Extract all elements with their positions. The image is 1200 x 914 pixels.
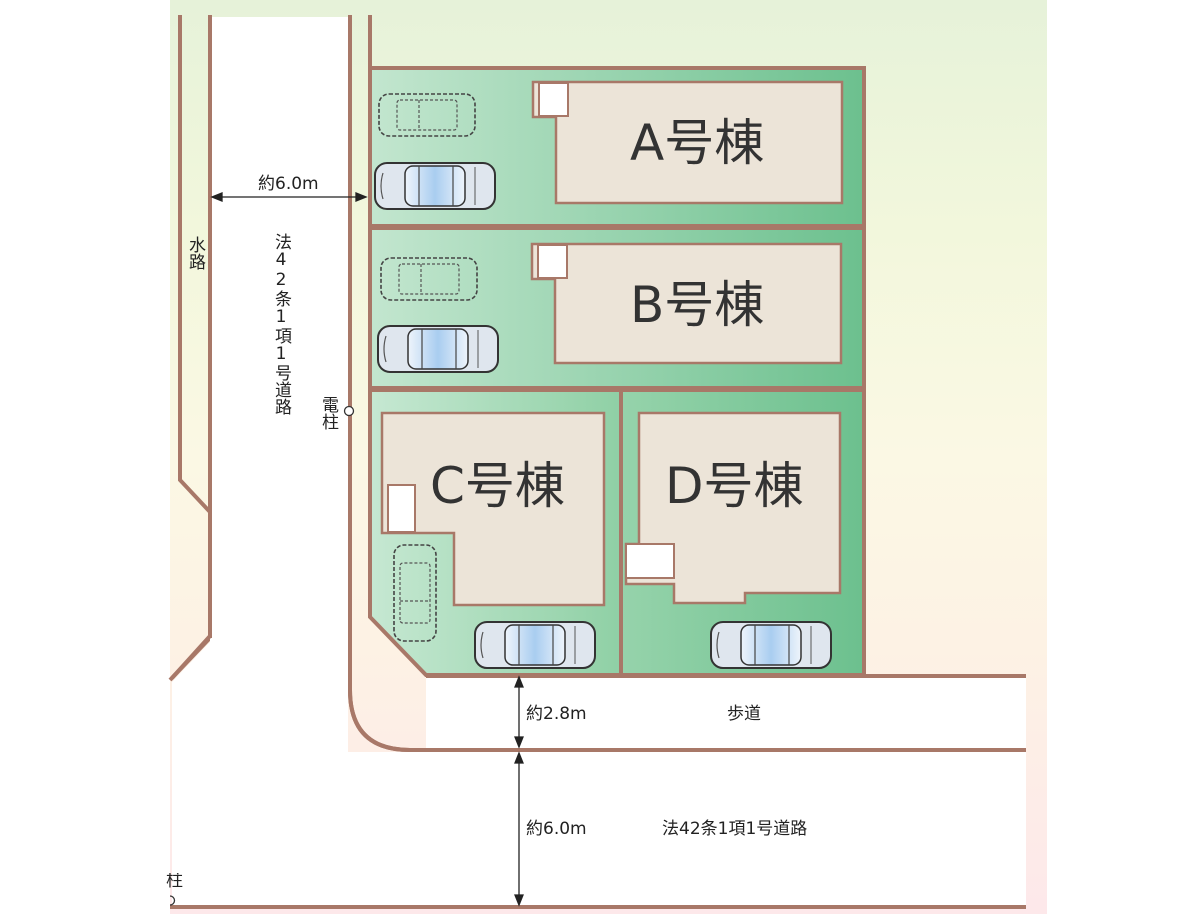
waterway [168,15,212,682]
left-margin [0,6,170,914]
south-road-name-label: 法42条1項1号道路 [662,819,808,839]
south-road-width-label: 約6.0m [526,819,587,839]
west-road [212,17,348,752]
building-d-label: D号棟 [665,457,804,515]
west-road-width-label: 約6.0m [258,174,319,194]
car-icon [710,621,832,669]
sidewalk-name-label: 歩道 [727,704,761,724]
utility-pole-partial-label: 柱 [166,873,183,890]
south-road-dimension [514,751,524,907]
building-c [380,411,606,607]
building-a-label: A号棟 [630,114,765,172]
building-b-label: B号棟 [630,276,765,334]
car-icon [377,325,499,373]
south-road [172,752,1026,905]
west-road-name-label: 法42条1項1号道路 [271,233,291,415]
building-a [531,80,844,205]
west-road-dimension [210,192,368,202]
utility-pole-label: 電柱 [318,396,338,430]
building-c-label: C号棟 [430,457,565,515]
car-icon [374,162,496,210]
sidewalk-dimension [514,675,524,749]
utility-pole-icon [169,895,176,906]
entrance-a [538,82,569,117]
sidewalk [426,678,1026,748]
building-b [530,242,843,365]
sidewalk-width-label: 約2.8m [526,704,587,724]
entrance-b [537,244,568,279]
entrance-c [387,484,416,533]
car-icon [474,621,596,669]
waterway-label: 水路 [185,236,205,270]
west-road-corner [348,15,1026,752]
utility-pole-icon [343,405,355,417]
entrance-d [625,543,675,579]
